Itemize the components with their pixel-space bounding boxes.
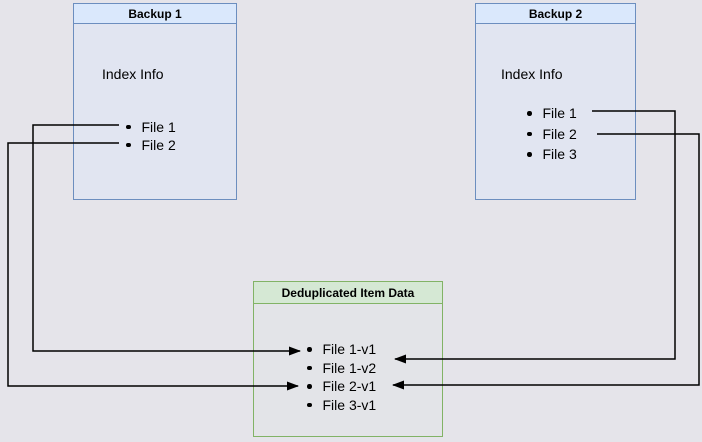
dedup-file-3-v1: File 3-v1 [307, 396, 376, 415]
backup1-file-1: File 1 [126, 118, 176, 136]
backup1-file-2-label: File 2 [141, 137, 176, 153]
backup2-index-info-label: Index Info [501, 66, 563, 82]
bullet-icon [527, 152, 532, 157]
backup2-node: Backup 2 Index Info File 1 File 2 File 3 [475, 3, 636, 200]
bullet-icon [527, 131, 532, 136]
backup2-file-3-label: File 3 [542, 146, 577, 163]
bullet-icon [307, 384, 312, 389]
backup2-file-list: File 1 File 2 File 3 [527, 103, 577, 165]
bullet-icon [126, 124, 131, 130]
bullet-icon [126, 142, 131, 148]
backup2-file-2: File 2 [527, 124, 577, 145]
backup1-file-list: File 1 File 2 [126, 118, 176, 154]
dedup-file-list: File 1-v1 File 1-v2 File 2-v1 File 3-v1 [307, 340, 376, 414]
dedup-file-2-v1-label: File 2-v1 [322, 378, 377, 395]
dedup-node: Deduplicated Item Data File 1-v1 File 1-… [253, 281, 443, 437]
dedup-file-3-v1-label: File 3-v1 [322, 396, 377, 413]
bullet-icon [527, 111, 532, 116]
bullet-icon [307, 347, 312, 352]
dedup-file-2-v1: File 2-v1 [307, 377, 376, 396]
backup2-file-1-label: File 1 [542, 105, 577, 122]
dedup-file-1-v2-label: File 1-v2 [322, 359, 377, 376]
backup1-node: Backup 1 Index Info File 1 File 2 [73, 3, 237, 200]
backup1-file-2: File 2 [126, 136, 176, 154]
backup1-file-1-label: File 1 [141, 119, 176, 135]
bullet-icon [307, 365, 312, 370]
backup1-title: Backup 1 [74, 4, 236, 24]
dedup-file-1-v2: File 1-v2 [307, 359, 376, 378]
backup1-index-info-label: Index Info [102, 66, 164, 82]
dedup-file-1-v1-label: File 1-v1 [322, 341, 377, 358]
dedup-file-1-v1: File 1-v1 [307, 340, 376, 359]
backup2-file-1: File 1 [527, 103, 577, 124]
bullet-icon [307, 402, 312, 407]
dedup-title: Deduplicated Item Data [254, 282, 442, 304]
backup2-file-3: File 3 [527, 144, 577, 165]
backup2-title: Backup 2 [476, 4, 635, 24]
backup2-file-2-label: File 2 [542, 125, 577, 142]
